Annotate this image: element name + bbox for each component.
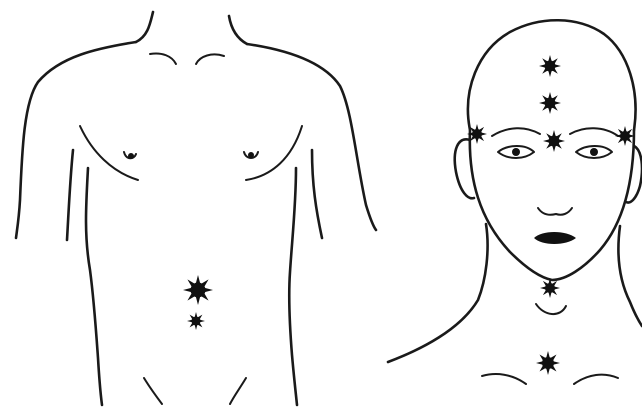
starburst-core (191, 283, 206, 298)
starburst-icon (187, 312, 205, 330)
starburst-core (545, 283, 555, 293)
left-inner-arm (67, 150, 73, 240)
eyebrow-right (570, 128, 618, 136)
starburst-icon (539, 92, 561, 114)
starburst-icon (467, 124, 487, 144)
torso-neck-right (229, 16, 247, 44)
starburst-icon (543, 130, 565, 152)
starburst-icon (183, 275, 213, 305)
groin-right (230, 378, 246, 404)
right-shoulder-arm (247, 44, 376, 230)
torso-figure (16, 12, 376, 405)
starburst-icon (615, 126, 635, 146)
starburst-core (545, 98, 556, 109)
nose (538, 208, 572, 215)
torso-neck-left (136, 12, 153, 42)
torso-right-side (289, 168, 297, 405)
collarbone-left-head (482, 374, 526, 384)
eyebrow-left (492, 128, 540, 136)
starburst-core (549, 136, 560, 147)
nipple-right-dot (248, 152, 254, 158)
starburst-icon (539, 55, 561, 77)
starburst-icon (540, 278, 560, 298)
torso-left-side (86, 168, 102, 405)
right-inner-arm (312, 150, 322, 238)
head-outline (468, 20, 636, 130)
neck-hollow (536, 304, 566, 314)
torso-markers (183, 275, 213, 330)
collarbone-right-head (574, 375, 618, 384)
face-jaw (470, 130, 634, 280)
head-figure (388, 20, 642, 384)
mouth (534, 232, 576, 244)
left-shoulder-arm (16, 42, 136, 238)
collarbone-right (196, 54, 224, 64)
neck-left (388, 224, 488, 362)
collarbone-left (150, 53, 176, 64)
starburst-core (620, 131, 630, 141)
starburst-core (545, 61, 556, 72)
starburst-core (192, 317, 201, 326)
chest-right (246, 126, 302, 180)
pupil-left (512, 148, 520, 156)
nipple-left-dot (128, 153, 134, 159)
pupil-right (590, 148, 598, 156)
starburst-core (472, 129, 482, 139)
neck-right (618, 226, 642, 326)
starburst-core (542, 357, 554, 369)
groin-left (144, 378, 162, 404)
starburst-icon (536, 351, 560, 375)
